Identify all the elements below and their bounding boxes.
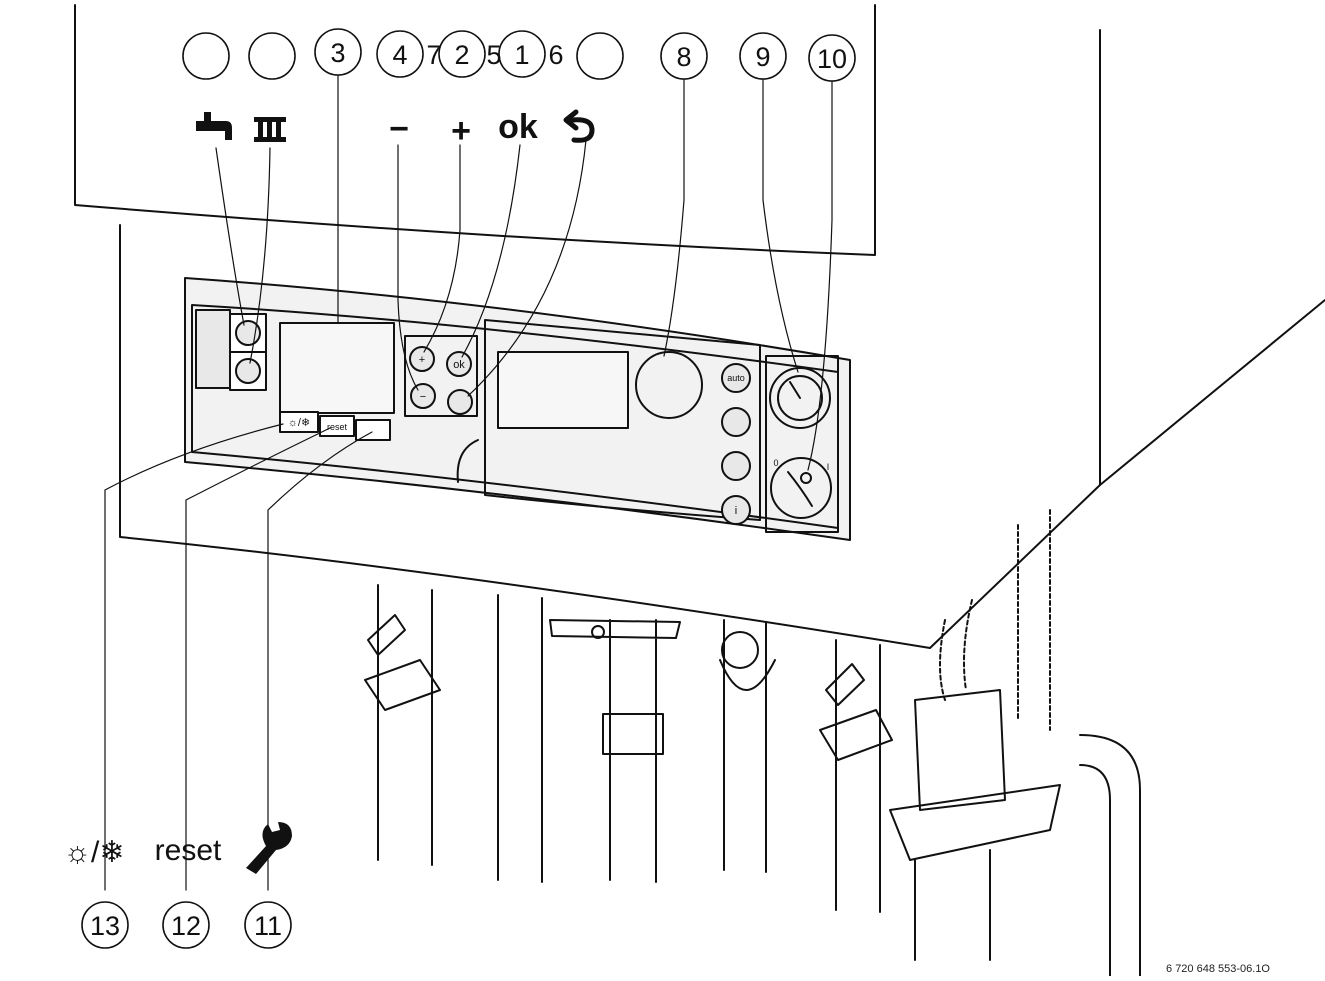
info-key[interactable] — [721, 495, 751, 525]
callout-circle-blank-a — [182, 32, 230, 80]
callout-8: 8 — [676, 42, 691, 72]
switch-off-label: 0 — [773, 458, 778, 468]
pressure-gauge — [769, 367, 831, 429]
drain-elbow — [1079, 734, 1141, 977]
ok-key[interactable] — [446, 351, 472, 377]
callout-5: 5 — [486, 40, 501, 70]
callout-6: 6 — [548, 40, 563, 70]
callout-13: 13 — [90, 911, 120, 941]
reset-symbol: reset — [155, 834, 222, 867]
siphon-tube — [914, 849, 991, 961]
pipe-3 — [549, 619, 681, 883]
callout-circle-3 — [314, 28, 362, 76]
heating-button[interactable] — [235, 358, 261, 384]
auto-key-label: auto — [727, 373, 745, 383]
program-key[interactable] — [721, 451, 751, 481]
reference-code: 6 720 648 553-06.1O — [1166, 963, 1270, 975]
key-block — [404, 335, 478, 417]
callout-2: 2 — [454, 40, 469, 70]
main-switch[interactable] — [770, 457, 832, 519]
service-key[interactable] — [355, 419, 391, 441]
callout-circle-9 — [739, 32, 787, 80]
valve-5 — [819, 663, 893, 761]
callout-10: 10 — [817, 44, 847, 74]
setback-key[interactable] — [721, 407, 751, 437]
callout-11: 11 — [254, 911, 282, 941]
boiler-upper-housing — [74, 4, 876, 256]
callout-12: 12 — [171, 911, 201, 941]
wrench-icon — [246, 822, 292, 874]
auto-key[interactable] — [721, 363, 751, 393]
valve-4-body — [719, 659, 776, 691]
module-dial[interactable] — [635, 351, 703, 419]
boiler-front-housing — [119, 29, 1101, 649]
module-display — [497, 351, 629, 429]
module-slot — [484, 319, 761, 521]
tap-icon — [196, 112, 232, 140]
plus-key[interactable] — [409, 346, 435, 372]
back-arrow-icon — [563, 109, 595, 143]
module-cover-arc — [456, 439, 479, 483]
callout-1: 1 — [514, 40, 529, 70]
switch-on-label: I — [827, 462, 830, 472]
callout-4: 4 — [392, 40, 407, 70]
pipe-4 — [723, 619, 767, 873]
callout-3: 3 — [330, 38, 345, 68]
callout-circle-2 — [438, 30, 486, 78]
callout-circle-1 — [498, 30, 546, 78]
callout-circle-11 — [244, 901, 292, 949]
radiator-icon — [254, 117, 286, 142]
summer-winter-key-label: ☼/❄ — [288, 417, 310, 429]
pipe-2 — [497, 594, 543, 883]
reset-key[interactable] — [319, 415, 355, 437]
ok-symbol: ok — [498, 108, 538, 146]
siphon-funnel — [889, 784, 1061, 861]
callout-circle-13 — [81, 901, 129, 949]
gauge-switch-frame — [765, 355, 839, 533]
pipe-3-nut — [602, 713, 664, 755]
callout-circle-10 — [808, 34, 856, 82]
minus-key[interactable] — [410, 383, 436, 409]
callout-circle-4 — [376, 30, 424, 78]
corrugated-hose-1 — [939, 599, 973, 701]
plus-symbol: + — [451, 112, 471, 150]
callout-circle-12 — [162, 901, 210, 949]
callout-circle-8 — [660, 32, 708, 80]
side-panel-edge — [1099, 299, 1325, 486]
pressure-gauge-needle — [789, 381, 801, 399]
display — [279, 322, 395, 414]
minus-symbol: − — [389, 110, 409, 148]
leader-lines — [104, 69, 833, 891]
summer-winter-symbol: ☼/❄ — [64, 836, 125, 869]
valve-1 — [364, 614, 441, 711]
valve-4 — [721, 631, 759, 669]
back-key[interactable] — [447, 389, 473, 415]
pipe-5 — [835, 639, 881, 913]
minus-key-label: − — [420, 391, 426, 403]
siphon-bracket — [914, 689, 1006, 811]
ok-key-label: ok — [453, 359, 465, 371]
callout-circle-blank-b — [248, 32, 296, 80]
callout-7: 7 — [426, 40, 441, 70]
main-switch-slot — [787, 471, 813, 507]
pipe-3-handle-screw — [591, 625, 605, 639]
pipe-1 — [377, 584, 433, 866]
chimney-button-cell — [195, 309, 231, 389]
callout-9: 9 — [755, 42, 770, 72]
main-switch-knob — [800, 472, 812, 484]
info-key-label: i — [735, 505, 737, 517]
reset-key-label: reset — [327, 422, 348, 432]
callout-circle-blank-c — [576, 32, 624, 80]
pressure-gauge-inner — [777, 375, 823, 421]
plus-key-label: + — [419, 354, 425, 366]
summer-winter-key[interactable] — [279, 411, 319, 433]
corrugated-hose-2 — [1017, 509, 1051, 731]
